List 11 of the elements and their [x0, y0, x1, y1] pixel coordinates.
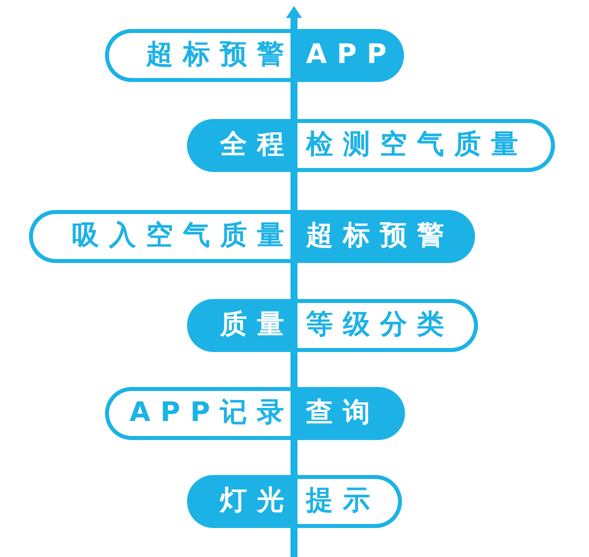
label-text: 灯光 [220, 487, 284, 516]
label-text: 等级分类 [306, 311, 444, 340]
label-text: 全程 [220, 131, 284, 160]
label-text: APP记录 [130, 399, 284, 428]
label-text: 超标预警 [146, 41, 284, 70]
label-text: 超标预警 [306, 222, 444, 251]
label-text: 检测空气质量 [306, 131, 518, 160]
label-text: 提示 [306, 487, 370, 516]
label-text: 查询 [306, 399, 370, 428]
label-text: 吸入空气质量 [72, 222, 284, 251]
label-text: 质量 [220, 311, 284, 340]
